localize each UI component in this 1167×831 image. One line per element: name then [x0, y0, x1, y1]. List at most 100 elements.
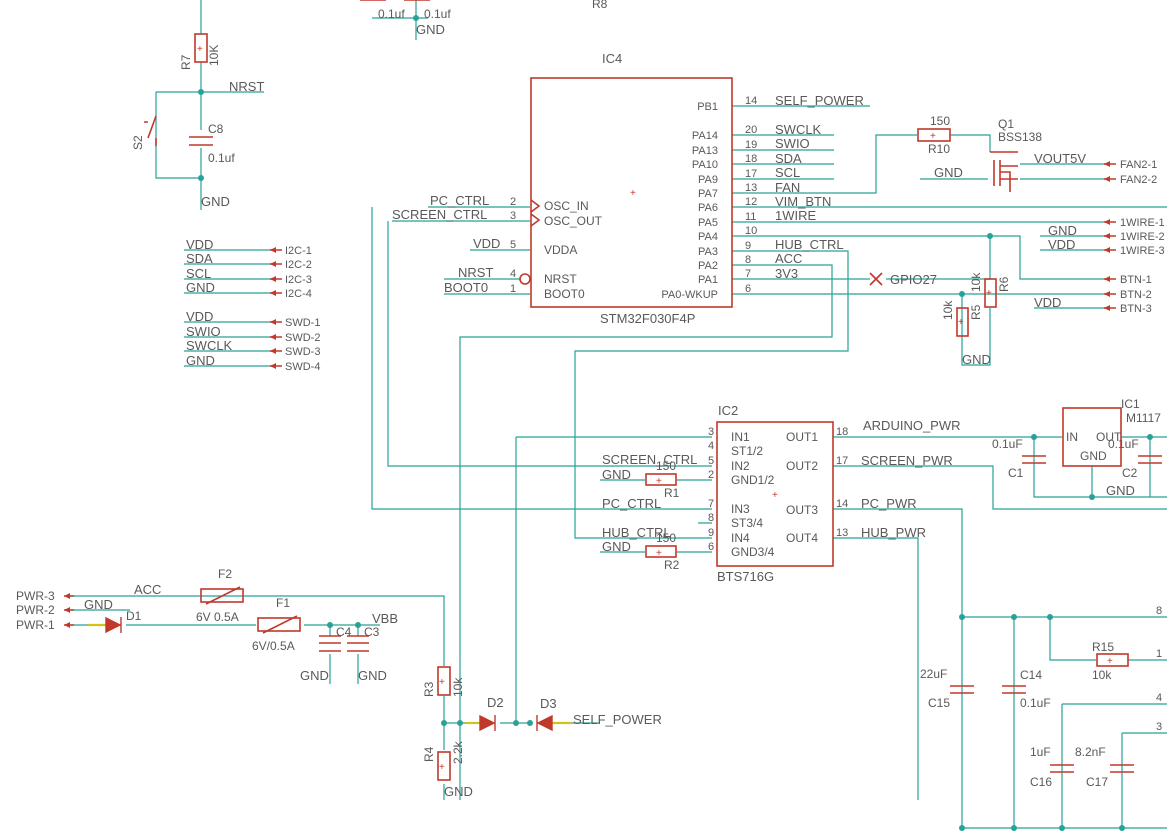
r15-value: 10k: [1092, 668, 1112, 682]
gpio27-label: GPIO27: [890, 272, 937, 287]
svg-text:+: +: [197, 44, 203, 55]
r7-ref: R7: [179, 54, 193, 70]
net-label: GND: [602, 539, 631, 554]
r3-ref: R3: [422, 681, 436, 697]
top-caps: 0.1uf 0.1uf GND R8: [360, 0, 608, 37]
btn-gnd: GND: [962, 352, 991, 367]
pwr-pin-2: PWR-2: [16, 603, 55, 617]
button-circuit[interactable]: GPIO27 + 10k R6 + 10k R5 GND VDD BTN-1 B…: [869, 272, 1152, 367]
r1-ref: R1: [664, 486, 680, 500]
pin-num: 3: [708, 426, 714, 438]
pin-name: PB1: [697, 101, 718, 113]
pin-num: 3: [510, 210, 516, 222]
ic2-left-nets: SCREEN_CTRL GND PC_CTRL HUB_CTRL GND: [602, 452, 697, 554]
net-label: HUB_CTRL: [602, 525, 671, 540]
pin-num: 9: [745, 240, 751, 252]
q1-ref: Q1: [998, 117, 1014, 131]
c15-value: 22uF: [920, 667, 947, 681]
fan-pin-2: FAN2-2: [1120, 174, 1157, 186]
ic2-bts716g[interactable]: + IC2 BTS716G 3 IN1 4 ST1/2 5 IN2 2 GND1…: [602, 403, 961, 584]
self-power-label: SELF_POWER: [573, 712, 662, 727]
i2c-pin-3: I2C-3: [285, 274, 312, 286]
bottom-right-section[interactable]: 22uF C15 C14 0.1uF + R15 10k 1uF C16 8.2…: [920, 605, 1162, 789]
c14-ref: C14: [1020, 668, 1042, 682]
pin-name: VDDA: [544, 243, 577, 257]
ic1-gnd: GND: [1106, 483, 1135, 498]
svg-text:+: +: [772, 490, 778, 501]
nrst-label: NRST: [229, 79, 264, 94]
fan-gnd: GND: [934, 165, 963, 180]
pin-num: 7: [745, 268, 751, 280]
pin-name: IN4: [731, 531, 750, 545]
c16-ref: C16: [1030, 775, 1052, 789]
i2c-pin-1: I2C-1: [285, 245, 312, 257]
net-label: SCL: [775, 165, 800, 180]
ic2-left-pins: 3 IN1 4 ST1/2 5 IN2 2 GND1/2 7 IN3 8 ST3…: [708, 426, 775, 559]
pin-num: 13: [745, 182, 757, 194]
r10-value: 150: [930, 114, 950, 128]
pin-name: PA5: [698, 217, 718, 229]
pin-name: GND3/4: [731, 545, 775, 559]
pin-name: OUT4: [786, 531, 818, 545]
top-gnd: GND: [416, 22, 445, 37]
r15-ref: R15: [1092, 640, 1114, 654]
pin-num: 12: [745, 196, 757, 208]
power-input[interactable]: PWR-3 PWR-2 PWR-1 ACC GND D1 F2 6V 0.5A …: [16, 567, 662, 799]
r7-value: 10K: [207, 45, 221, 66]
i2c-header[interactable]: VDD SDA SCL GND I2C-1 I2C-2 I2C-3 I2C-4: [186, 237, 312, 300]
pin-num: 9: [708, 527, 714, 539]
pwr-gnd-label: GND: [84, 597, 113, 612]
r6-ref: R6: [997, 276, 1011, 292]
c3-gnd: GND: [358, 668, 387, 683]
net-label: HUB_PWR: [861, 525, 926, 540]
ic1-out: OUT: [1096, 430, 1122, 444]
btn-vdd: VDD: [1034, 295, 1061, 310]
net-label: VDD: [473, 236, 500, 251]
pin-name: GND1/2: [731, 473, 775, 487]
i2c-net-4: GND: [186, 280, 215, 295]
d1-ref: D1: [126, 609, 142, 623]
pin-name: IN1: [731, 430, 750, 444]
pin-name: PA13: [692, 145, 718, 157]
net-label: 1WIRE: [775, 208, 817, 223]
ic4-stm32[interactable]: + IC4 STM32F030F4P PC_CTRL 2 OSC_IN SCRE…: [392, 51, 864, 326]
net-label: PC_PWR: [861, 496, 917, 511]
pin-num: 4: [510, 268, 516, 280]
pin-num: 14: [745, 95, 757, 107]
swd-header[interactable]: VDD SWIO SWCLK GND SWD-1 SWD-2 SWD-3 SWD…: [186, 309, 320, 373]
pin-name: OUT1: [786, 430, 818, 444]
top-cap2-value: 0.1uf: [424, 7, 451, 21]
net-label: VIM_BTN: [775, 194, 831, 209]
c2-value: 0.1uF: [1108, 437, 1139, 451]
pin-num: 6: [708, 541, 714, 553]
r4-gnd: GND: [444, 784, 473, 799]
pin-name: PA14: [692, 130, 718, 142]
net-label: PC_CTRL: [602, 496, 661, 511]
pin-num: 2: [510, 196, 516, 208]
reset-circuit[interactable]: + R7 10K NRST S2 C8 0.1uf GND: [131, 33, 264, 209]
c17-ref: C17: [1086, 775, 1108, 789]
svg-text:+: +: [656, 548, 662, 559]
net-label: SCREEN_CTRL: [602, 452, 697, 467]
pin-num: 18: [836, 426, 848, 438]
swd-net-2: SWIO: [186, 324, 221, 339]
fan-driver[interactable]: + 150 R10 Q1 BSS138 VOUT5V GND FAN2-1 FA…: [917, 114, 1157, 192]
pin-num: 17: [836, 455, 848, 467]
pin-num: 13: [836, 527, 848, 539]
ic4-right-pins: PB1 14 SELF_POWER PA14 20 SWCLK PA13 19 …: [661, 93, 864, 301]
btn-pin-3: BTN-3: [1120, 303, 1152, 315]
i2c-net-2: SDA: [186, 251, 213, 266]
net-label: NRST: [458, 265, 493, 280]
swd-pin-3: SWD-3: [285, 346, 320, 358]
net-label: BOOT0: [444, 280, 488, 295]
swd-net-1: VDD: [186, 309, 213, 324]
onewire-header[interactable]: GND VDD 1WIRE-1 1WIRE-2 1WIRE-3: [1048, 217, 1165, 257]
ic1-part: M1117: [1126, 411, 1161, 425]
svg-text:+: +: [656, 476, 662, 487]
ic1-regulator[interactable]: IC1 M1117 IN OUT GND 0.1uF C1 0.1uF C2 G…: [992, 397, 1162, 498]
pin-num: 10: [745, 225, 757, 237]
ic1-in: IN: [1066, 430, 1078, 444]
pin-name: NRST: [544, 272, 577, 286]
svg-text:+: +: [439, 762, 445, 773]
c3-ref: C3: [364, 625, 380, 639]
